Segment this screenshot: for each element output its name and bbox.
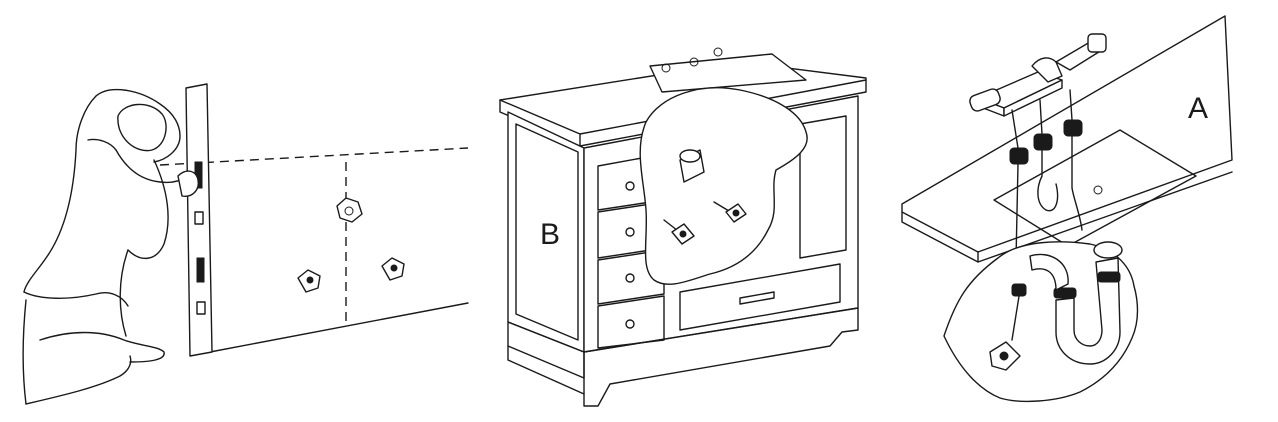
wall-floor-line xyxy=(209,302,469,353)
label-b: B xyxy=(540,218,560,251)
cold-water-supply-line xyxy=(1063,89,1083,231)
wall-bracket-right xyxy=(381,257,405,281)
cabinet-door xyxy=(799,115,847,259)
p-trap xyxy=(1053,241,1123,365)
shutoff-valve xyxy=(989,289,1021,371)
label-a: A xyxy=(1188,92,1208,125)
tailpiece xyxy=(1029,253,1069,291)
supply-coupling xyxy=(1011,283,1027,297)
faucet-assembly xyxy=(969,33,1107,117)
panel-plumbing-connection: A xyxy=(901,15,1233,403)
wall-bracket-left xyxy=(297,269,321,293)
installer-figure xyxy=(22,88,199,405)
panel-wall-studs xyxy=(22,83,469,405)
vanity-top xyxy=(901,15,1233,263)
wall-bracket-top xyxy=(336,197,363,223)
drain-pipe-stub xyxy=(679,149,705,183)
panel-vanity-cabinet: B xyxy=(499,47,867,407)
spirit-level-tool xyxy=(185,83,213,357)
cutaway-view xyxy=(639,87,808,285)
faucet-shank-line xyxy=(1033,99,1059,212)
under-sink-cutaway xyxy=(943,241,1139,403)
bottom-drawer xyxy=(679,263,841,331)
mounting-screw-left xyxy=(663,219,695,245)
level-dashed-line xyxy=(159,147,469,166)
hot-water-supply-line xyxy=(1009,109,1029,261)
mounting-screw-right xyxy=(713,201,747,223)
